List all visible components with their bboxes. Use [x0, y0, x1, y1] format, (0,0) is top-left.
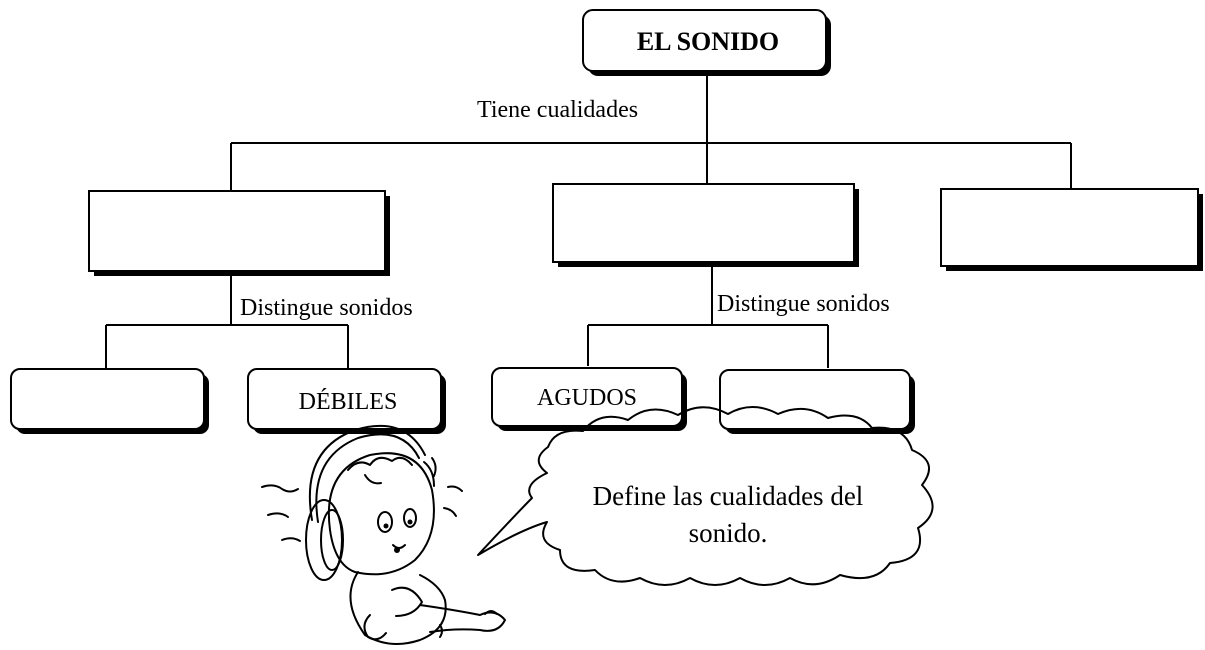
sound-box-1 [10, 368, 209, 434]
sound-box-4 [719, 369, 915, 434]
sound-box-2: DÉBILES [247, 368, 446, 434]
bubble-text-line-2: sonido. [689, 518, 768, 548]
sound-box-3: AGUDOS [491, 367, 687, 431]
root-node: EL SONIDO [582, 9, 831, 76]
bubble-text-line-1: Define las cualidades del [593, 481, 864, 511]
quality-box-3 [940, 188, 1203, 271]
relation-label-left: Distingue sonidos [240, 295, 413, 321]
sound-box-2-label: DÉBILES [299, 389, 398, 415]
root-label: EL SONIDO [637, 27, 779, 56]
quality-box-1 [88, 190, 390, 276]
speech-bubble: Define las cualidades del sonido. [477, 406, 934, 586]
relation-label-right: Distingue sonidos [717, 291, 890, 317]
relation-label-top: Tiene cualidades [477, 97, 638, 123]
connectors [105, 70, 1072, 368]
quality-box-2 [552, 183, 859, 267]
sound-box-3-label: AGUDOS [537, 385, 637, 411]
child-with-headphones-illustration [261, 424, 506, 645]
